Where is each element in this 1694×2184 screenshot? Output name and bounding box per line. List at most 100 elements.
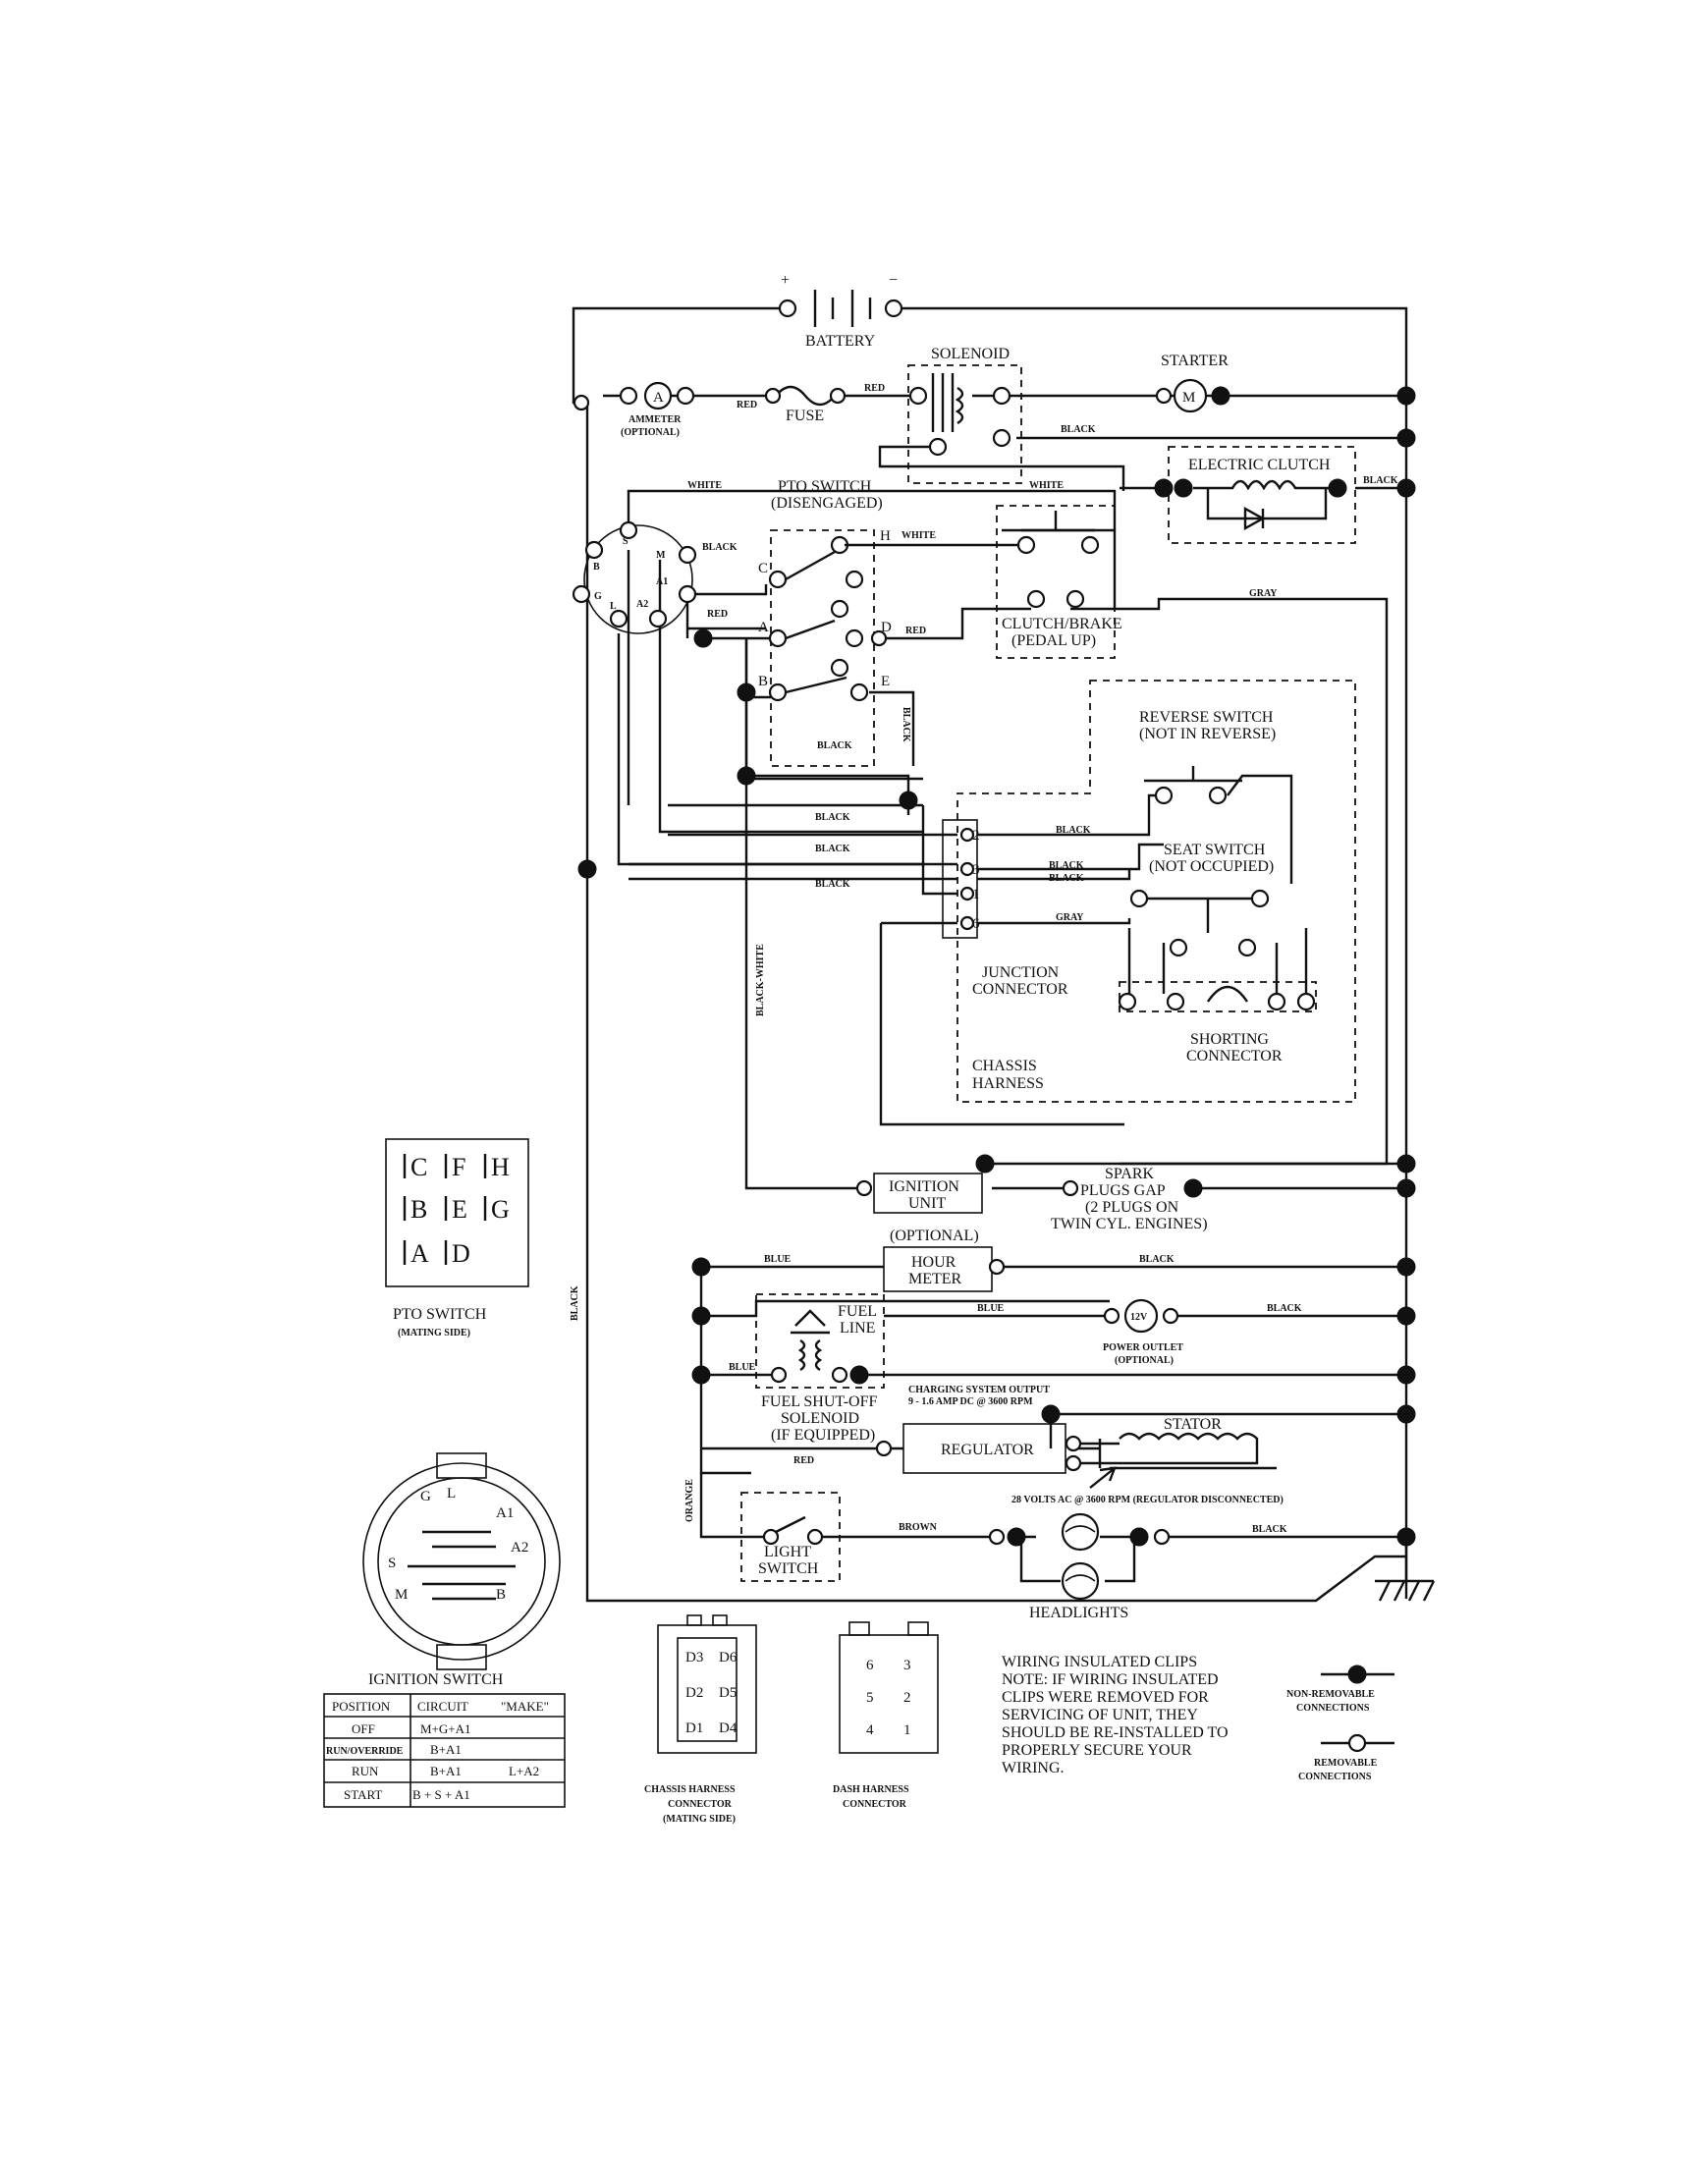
table-row-2-circuit: B+A1	[430, 1764, 462, 1778]
pin-A1: A1	[656, 576, 668, 587]
pto-pin-E: E	[881, 674, 890, 689]
fuel-solenoid-label-2: SOLENOID	[781, 1410, 859, 1427]
fuse: FUSE RED RED	[737, 383, 885, 424]
table-row-0-circuit: M+G+A1	[420, 1721, 471, 1736]
pin-L: L	[610, 601, 617, 612]
wire-white-1: WHITE	[687, 480, 722, 491]
pto-pin-C: C	[758, 561, 768, 576]
junction-pin-3: 3	[972, 862, 980, 878]
electric-clutch-label: ELECTRIC CLUTCH	[1188, 457, 1331, 473]
power-outlet-optional-label: (OPTIONAL)	[1115, 1355, 1174, 1366]
chassis-harness-label: CHASSIS	[972, 1058, 1037, 1074]
pto-conn-E: E	[452, 1195, 467, 1224]
clutch-brake-state-label: (PEDAL UP)	[1011, 632, 1096, 649]
wire-black-clutch: BLACK	[1363, 475, 1398, 486]
seat-switch-label: SEAT SWITCH	[1164, 842, 1266, 858]
battery: + − BATTERY	[778, 272, 903, 350]
battery-label: BATTERY	[805, 333, 876, 350]
table-row-3-circuit: B + S + A1	[412, 1787, 470, 1802]
spark-label-4: TWIN CYL. ENGINES)	[1051, 1216, 1208, 1232]
reverse-switch-label: REVERSE SWITCH	[1139, 709, 1274, 726]
fuel-shutoff-solenoid: FUEL LINE FUEL SHUT-OFF SOLENOID (IF EQU…	[691, 1293, 885, 1466]
wire-gray-j6: GRAY	[1056, 912, 1084, 923]
dash-pin-1: 1	[903, 1722, 911, 1738]
dash-pin-5: 5	[866, 1690, 874, 1706]
pto-conn-G: G	[491, 1195, 510, 1224]
connection-dots	[573, 386, 1416, 1547]
pto-conn-F: F	[452, 1153, 465, 1181]
note-line-7: WIRING.	[1002, 1760, 1065, 1776]
wire-red-1: RED	[737, 400, 757, 410]
wire-brown: BROWN	[899, 1522, 938, 1533]
power-outlet-label: POWER OUTLET	[1103, 1342, 1183, 1353]
chassis-pin-D6: D6	[719, 1650, 738, 1665]
junction-connector-label: JUNCTION	[982, 964, 1060, 981]
pto-conn-A: A	[410, 1239, 429, 1268]
pto-switch-mating-side: C F H B E G A D PTO SWITCH (MATING SIDE)	[385, 1138, 529, 1338]
pin-B: B	[593, 562, 600, 573]
ignition-switch-face: G L A1 A2 S M B IGNITION SWITCH	[362, 1452, 561, 1688]
wire-white-2: WHITE	[1029, 480, 1064, 491]
table-row-2-make: L+A2	[509, 1764, 539, 1778]
pto-conn-D: D	[452, 1239, 470, 1268]
wire-black-j2: BLACK	[1056, 825, 1091, 836]
hour-meter: (OPTIONAL) HOUR METER BLUE BLACK	[691, 1228, 1175, 1292]
stator-voltage-label: 28 VOLTS AC @ 3600 RPM (REGULATOR DISCON…	[1011, 1495, 1284, 1505]
regulator: REGULATOR STATOR CHARGING SYSTEM OUTPUT …	[875, 1385, 1284, 1505]
chassis-pin-D1: D1	[685, 1720, 703, 1736]
wire-black-j3: BLACK	[1049, 860, 1084, 871]
ign-face-A2: A2	[511, 1540, 528, 1556]
ammeter-optional-label: (OPTIONAL)	[621, 427, 680, 438]
power-outlet: 12V POWER OUTLET (OPTIONAL) BLUE BLACK	[691, 1298, 1302, 1366]
legend-nonremovable: NON-REMOVABLE	[1286, 1689, 1375, 1700]
note-line-2: NOTE: IF WIRING INSULATED	[1002, 1671, 1219, 1688]
chassis-pin-D5: D5	[719, 1685, 737, 1701]
junction-pin-6: 6	[972, 916, 980, 932]
wire-black-hour: BLACK	[1139, 1254, 1175, 1265]
dash-pin-3: 3	[903, 1658, 911, 1673]
wire-red-d: RED	[905, 626, 926, 636]
ignition-unit-label-2: UNIT	[908, 1195, 946, 1212]
headlights-label: HEADLIGHTS	[1029, 1605, 1128, 1621]
dash-connector-label: DASH HARNESS	[833, 1784, 909, 1795]
note-line-4: SERVICING OF UNIT, THEY	[1002, 1707, 1198, 1723]
pto-mating-label: PTO SWITCH	[393, 1306, 487, 1323]
spark-label-2: PLUGS GAP	[1080, 1182, 1166, 1199]
starter-label: STARTER	[1161, 353, 1229, 369]
junction-pin-2: 2	[972, 828, 980, 844]
pto-pin-H: H	[880, 528, 891, 544]
ignition-switch-schematic: S M B G L A1 A2 BLACK WHITE WHITE RED	[572, 480, 1064, 634]
ignition-unit: IGNITION UNIT SPARK PLUGS GAP (2 PLUGS O…	[855, 1154, 1208, 1232]
legend-removable-2: CONNECTIONS	[1298, 1772, 1372, 1782]
charging-label-2: 9 - 1.6 AMP DC @ 3600 RPM	[908, 1396, 1033, 1407]
hour-meter-label-2: METER	[908, 1271, 962, 1287]
battery-plus-label: +	[781, 272, 790, 289]
pto-pin-A: A	[758, 620, 769, 635]
ign-face-S: S	[388, 1556, 396, 1571]
ignition-switch-label: IGNITION SWITCH	[368, 1671, 504, 1688]
chassis-connector-label-2: CONNECTOR	[668, 1799, 733, 1810]
ign-face-L: L	[447, 1486, 456, 1502]
wire-orange: ORANGE	[684, 1479, 695, 1522]
table-header-circuit: CIRCUIT	[417, 1699, 468, 1714]
pto-conn-B: B	[410, 1195, 427, 1224]
wire-black-ign: BLACK	[702, 542, 738, 553]
table-row-1-position: RUN/OVERRIDE	[326, 1746, 404, 1757]
ammeter-label: AMMETER	[628, 414, 682, 425]
stator-label: STATOR	[1164, 1416, 1222, 1433]
charging-label: CHARGING SYSTEM OUTPUT	[908, 1385, 1050, 1395]
hour-meter-optional-label: (OPTIONAL)	[890, 1228, 979, 1244]
hour-meter-label: HOUR	[911, 1254, 956, 1271]
junction-connector: 2 3 1 6 JUNCTION CONNECTOR BLACK BLACK B…	[570, 812, 1091, 1321]
legend-nonremovable-2: CONNECTIONS	[1296, 1703, 1370, 1714]
pin-M: M	[656, 550, 666, 561]
junction-pin-1: 1	[972, 887, 980, 902]
wire-gray-top: GRAY	[1249, 588, 1278, 599]
fuel-solenoid-label-3: (IF EQUIPPED)	[771, 1427, 875, 1444]
wire-blue-fuel: BLUE	[729, 1362, 756, 1373]
seat-switch-state-label: (NOT OCCUPIED)	[1149, 858, 1274, 875]
pto-switch-schematic: C H A D B E PTO SWITCH (DISENGAGED) WHIT…	[758, 478, 936, 767]
table-header-make: "MAKE"	[501, 1699, 549, 1714]
reverse-switch-state-label: (NOT IN REVERSE)	[1139, 726, 1276, 742]
